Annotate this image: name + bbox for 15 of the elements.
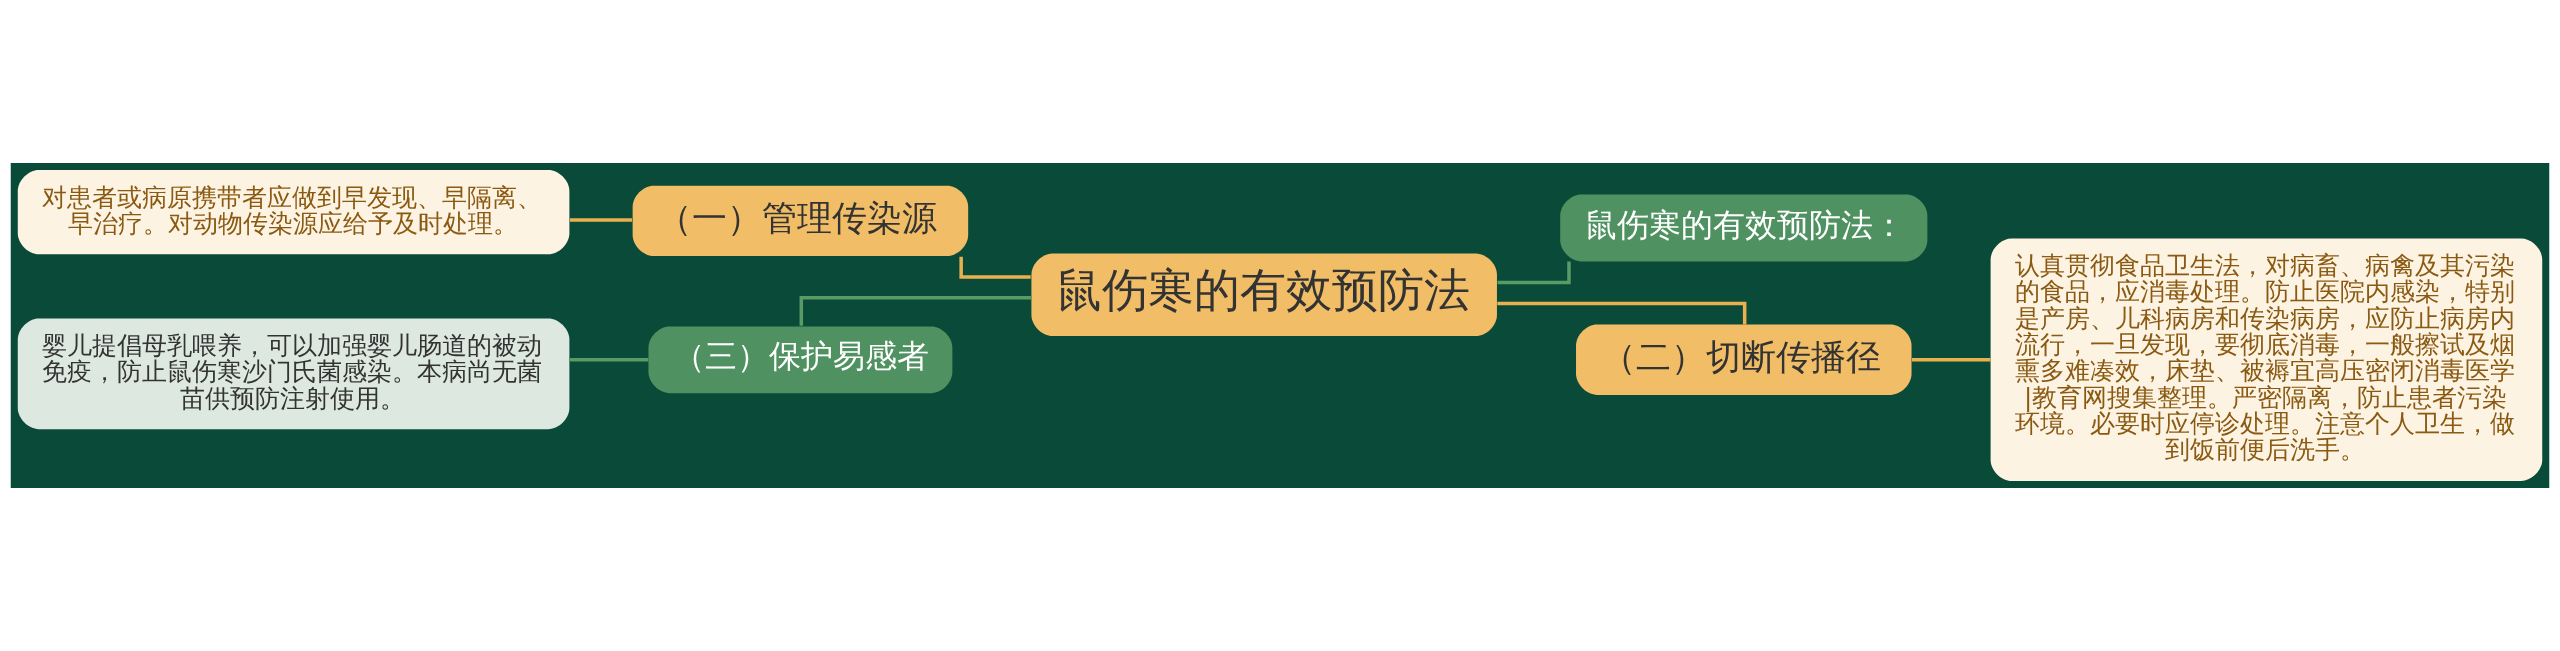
node-box: 鼠伤寒的有效预防法： xyxy=(1560,194,1928,262)
node-box: （二）切断传播径 xyxy=(1576,324,1912,395)
connector xyxy=(799,295,1032,326)
connector xyxy=(569,358,649,362)
node-box: 鼠伤寒的有效预防法 xyxy=(1031,253,1497,337)
node-box: （三）保护易感者 xyxy=(648,326,953,394)
connector xyxy=(1912,358,1991,362)
node-box: （一）管理传染源 xyxy=(632,185,969,257)
connector xyxy=(1497,261,1571,285)
node-box: 认真贯彻食品卫生法，对病畜、病禽及其污染的食品，应消毒处理。防止医院内感染，特别是产房、儿科病房和传染病房，应防止病房内流行，一旦发现，要彻底消毒，一般擦试及烟熏多难凑效，床垫、被褥宜高压密闭消毒医学|教育网搜集整理。严密隔离，防止患者污染环境。必要时应停诊处理。注意个人卫生，做到饭前便后洗手。 xyxy=(1990,238,2543,481)
connector xyxy=(569,218,632,222)
node-box: 对患者或病原携带者应做到早发现、早隔离、早治疗。对动物传染源应给予及时处理。 xyxy=(17,170,570,255)
connector xyxy=(959,256,1031,279)
node-box: 婴儿提倡母乳喂养，可以加强婴儿肠道的被动免疫，防止鼠伤寒沙门氏菌感染。本病尚无菌苗供预防注射使用。 xyxy=(17,318,570,430)
connector xyxy=(1497,301,1747,325)
